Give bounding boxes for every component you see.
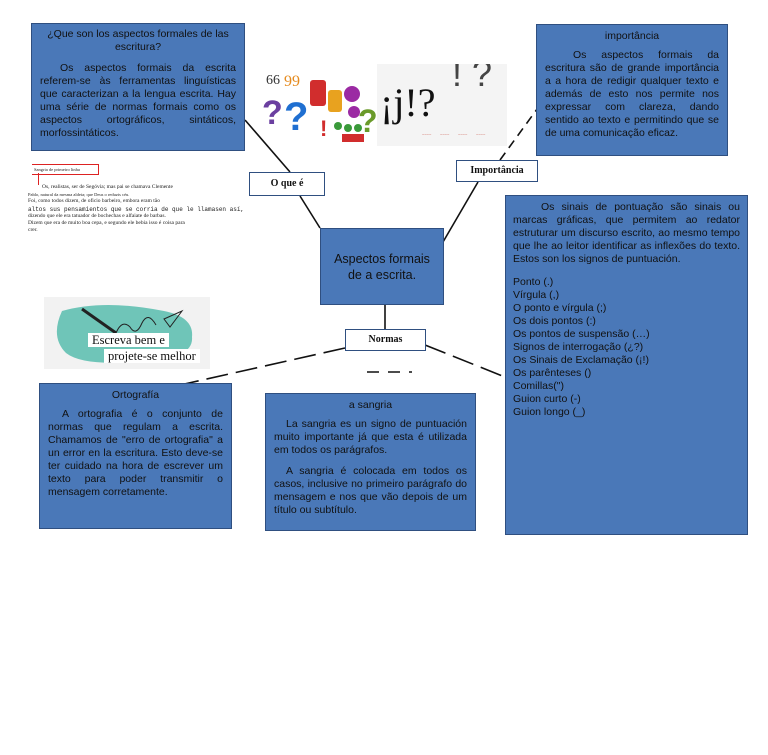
- label-o-que-e: O que é: [249, 172, 325, 196]
- pontuacao-list: Ponto (.) Vírgula (,) O ponto e vírgula …: [513, 276, 740, 419]
- escreva-line-1: Escreva bem e: [88, 333, 169, 347]
- central-title: Aspectos formais de a escrita.: [334, 251, 430, 282]
- svg-text:¡j!?: ¡j!?: [380, 80, 436, 125]
- punctuation-characters-icon: 66 99 ? ? ! ? ¡j!? ! ? ~~~~ ~~~~ ~~~~ ~~~~: [262, 53, 507, 146]
- svg-text:~~~~: ~~~~: [476, 132, 486, 137]
- escreva-bem-image: Escreva bem e projete-se melhor: [44, 297, 210, 369]
- svg-text:?: ?: [262, 94, 283, 132]
- list-item: Guion longo (_): [513, 406, 586, 418]
- sangria-line: Dizem que era de muito boa cepa, e segun…: [28, 220, 185, 227]
- que-son-box: ¿Que son los aspectos formales de las es…: [31, 23, 245, 151]
- sangria-line: crer.: [28, 227, 38, 234]
- svg-text:~~~~: ~~~~: [422, 132, 432, 137]
- sangria-line: Pablo, natural da mesma aldeia; que Deus…: [28, 192, 130, 198]
- list-item: Signos de interrogação (¿?): [513, 341, 644, 353]
- sangria-line: Foi, como todos dizem, de oficio barbeir…: [28, 198, 160, 205]
- svg-text:~~~~: ~~~~: [458, 132, 468, 137]
- list-item: Ponto (.): [513, 276, 554, 288]
- label-importancia: Importância: [456, 160, 538, 182]
- list-item: Guion curto (-): [513, 393, 581, 405]
- sangria-box: a sangria La sangria es un signo de punt…: [265, 393, 476, 531]
- list-item: Os pontos de suspensão (…): [513, 328, 650, 340]
- svg-text:!: !: [320, 116, 327, 141]
- pontuacao-box: Os sinais de pontuação são sinais ou mar…: [505, 195, 748, 535]
- label-normas: Normas: [345, 329, 426, 351]
- list-item: O ponto e vírgula (;): [513, 302, 607, 314]
- que-son-title: ¿Que son los aspectos formales de las es…: [47, 28, 229, 53]
- connector-pontuacao: [424, 344, 506, 378]
- svg-text:99: 99: [284, 73, 300, 90]
- list-item: Os parênteses (): [513, 367, 592, 379]
- connector-o-que-e-upper: [244, 119, 291, 173]
- connector-o-que-e-lower: [299, 195, 321, 229]
- svg-text:66: 66: [266, 73, 280, 88]
- sangria-p2: A sangria é colocada em todos os casos, …: [274, 465, 467, 516]
- svg-text:~~~~: ~~~~: [440, 132, 450, 137]
- sangria-title: a sangria: [348, 399, 393, 411]
- connector-importancia-upper: [499, 104, 541, 161]
- list-item: Comillas("): [513, 380, 564, 392]
- ortografia-box: Ortografía A ortografia é o conjunto de …: [39, 383, 232, 529]
- sangria-sample-heading: Sangria de primeiro linha: [32, 164, 99, 175]
- ortografia-title: Ortografía: [111, 389, 160, 401]
- connector-ortografia: [179, 347, 346, 386]
- importancia-box: importância Os aspectos formais da escri…: [536, 24, 728, 156]
- importancia-box-title: importância: [604, 30, 660, 42]
- sangria-line: Os, realistas, ser de Segóvia; mas pai s…: [42, 184, 173, 190]
- sangria-sample-image: Sangria de primeiro linha Os, realistas,…: [28, 162, 258, 258]
- connector-importancia-lower: [442, 181, 479, 243]
- que-son-body: Os aspectos formais da escrita referem-s…: [40, 62, 236, 139]
- ortografia-body: A ortografia é o conjunto de normas que …: [48, 408, 223, 498]
- punctuation-illustration: 66 99 ? ? ! ? ¡j!? ! ? ~~~~ ~~~~ ~~~~ ~~~~: [262, 53, 507, 146]
- sangria-line: altos sus pensamientos que se corria de …: [28, 205, 245, 213]
- list-item: Vírgula (,): [513, 289, 560, 301]
- central-box: Aspectos formais de a escrita.: [320, 228, 444, 305]
- escreva-line-2: projete-se melhor: [104, 349, 200, 363]
- list-item: Os Sinais de Exclamação (¡!): [513, 354, 649, 366]
- svg-text:?: ?: [358, 103, 378, 139]
- svg-text:! ?: ! ?: [452, 64, 492, 94]
- svg-text:?: ?: [284, 95, 308, 139]
- importancia-box-body: Os aspectos formais da escritura são de …: [545, 49, 719, 139]
- sangria-line: dizendo que ele era tatuador de bochecha…: [28, 212, 166, 219]
- list-item: Os dois pontos (:): [513, 315, 596, 327]
- pontuacao-intro: Os sinais de pontuação são sinais ou mar…: [513, 201, 740, 265]
- sangria-p1: La sangria es un signo de puntuación mui…: [274, 418, 467, 456]
